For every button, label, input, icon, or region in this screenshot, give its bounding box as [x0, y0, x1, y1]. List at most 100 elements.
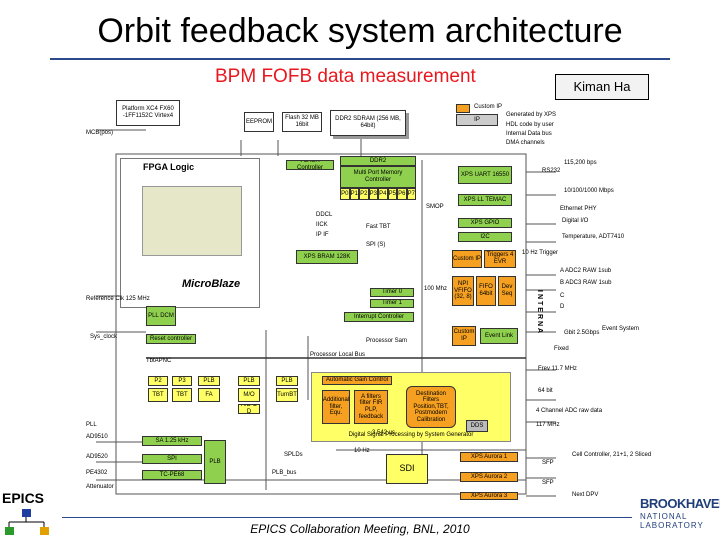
sa-box: SA 1.25 kHz	[142, 436, 202, 446]
xps-gpio-box: XPS GPIO	[458, 218, 512, 228]
xps-temac-box: XPS LL TEMAC	[458, 194, 512, 206]
left-label: Attenuator	[86, 484, 114, 490]
timing-label: 3.542 us	[372, 430, 396, 436]
mid-label: 100 Mhz	[424, 286, 448, 292]
tbt-block: M/O	[238, 388, 260, 402]
legend-ip-text: IP	[474, 116, 480, 123]
timer0-box: Timer 0	[370, 288, 414, 297]
mid-label: SPI (S)	[366, 242, 386, 248]
right-label: D	[560, 304, 565, 310]
right-label: Frev 11.7 MHz	[538, 366, 577, 372]
right-label: C	[560, 293, 565, 299]
mid-label: SPLDs	[284, 452, 303, 458]
mpmc-port: P6	[397, 188, 407, 200]
footer-meeting: EPICS Collaboration Meeting, BNL, 2010	[250, 522, 470, 536]
plb-port: PLB	[238, 376, 260, 386]
page-title: Orbit feedback system architecture	[97, 12, 623, 50]
platform-box: Platform XC4 FX60 -1FF1152C Virtex4	[116, 100, 180, 126]
ddr2-box: DDR2	[340, 156, 416, 166]
event-link-box: Event Link	[480, 328, 518, 344]
epics-network-icon	[5, 509, 49, 535]
pll-dcm-box: PLL DCM	[146, 306, 176, 326]
additional-filter-box: Additional filter, Equ.	[322, 390, 350, 424]
plb-port: P3	[172, 376, 192, 386]
mpmc-port: P1	[349, 188, 359, 200]
mpmc-port: P2	[359, 188, 369, 200]
xps-aurora-2: XPS Aurora 2	[460, 472, 518, 482]
mid-label: IP IF	[316, 232, 329, 238]
xps-uart-box: XPS UART 16550	[458, 166, 512, 184]
microblaze-schematic	[142, 186, 242, 256]
mpmc-port: P4	[378, 188, 388, 200]
title-underline	[50, 58, 670, 60]
afilter-box: A filters filter FIR PLP, feedback	[354, 390, 388, 424]
i2c-box: I2C	[458, 232, 512, 242]
dds-box: DDS	[466, 420, 488, 432]
xps-aurora-1: XPS Aurora 1	[460, 452, 518, 462]
mid-label: Fast TBT	[366, 224, 391, 230]
microblaze-label: MicroBlaze	[182, 278, 241, 290]
left-label: AD9510	[86, 434, 108, 440]
right-label: Event System	[602, 326, 640, 332]
mpmc-port: P3	[368, 188, 378, 200]
left-label: Sys_clock	[90, 334, 118, 340]
left-label: Reference Clk 125 MHz	[86, 296, 150, 302]
mid-label: Processor Sam	[366, 338, 408, 344]
timer1-box: Timer 1	[370, 299, 414, 308]
mid-label: PLB_bus	[272, 470, 297, 476]
right-label: Cell Controller, 21+1, 2 Sliced	[572, 452, 652, 458]
mpmc-port: P5	[387, 188, 397, 200]
tc-box: TC-PE68	[142, 470, 202, 480]
adc-d-block: A/D C D	[238, 404, 260, 414]
eeprom-box: EEPROM	[244, 112, 274, 132]
author-badge: Kiman Ha	[555, 74, 649, 100]
custom-ip-box-2: Custom IP	[452, 326, 476, 346]
right-label: SFP	[542, 480, 554, 486]
destination-box: Destination Filters Position,TBT, Postmo…	[406, 386, 456, 428]
fifo-box: FIFO 64bit	[476, 276, 496, 306]
plb-port: P2	[148, 376, 168, 386]
interrupt-controller-box: Interrupt Controller	[344, 312, 414, 322]
xps-aurora-3: XPS Aurora 3	[460, 492, 518, 500]
mpmc-ports: P0 P1 P2 P3 P4 P5 P6 P7	[340, 188, 416, 200]
right-label: B ADC3 RAW 1sub	[560, 280, 612, 286]
legend-custom-ip-label: Custom IP	[474, 104, 503, 110]
right-label: 4 Channel ADC raw data	[536, 408, 603, 414]
epics-logo-text: EPICS	[2, 490, 45, 506]
footer-rule	[62, 517, 632, 518]
architecture-diagram: Custom IP IP Generated by XPS HDL code b…	[86, 100, 656, 500]
right-label: RS232	[542, 168, 561, 174]
mid-label: 10 Hz	[354, 448, 370, 454]
legend-custom-ip-swatch	[456, 104, 470, 113]
legend-ip-swatch: IP	[456, 114, 498, 126]
triggers-box: Triggers 4 EVR	[484, 250, 516, 268]
dsp-band-label: Digital Signal Processing by System Gene…	[348, 432, 474, 439]
plb-port: PLB	[198, 376, 220, 386]
spi-box: SPI	[142, 454, 202, 464]
right-label: Fixed	[554, 346, 569, 352]
right-label: 64 bit	[538, 388, 553, 394]
right-label: 10/100/1000 Mbps	[564, 188, 614, 194]
mid-label: Processor Local Bus	[310, 352, 366, 358]
fpga-logic-label: FPGA Logic	[143, 162, 195, 172]
tbt-block: TBT	[148, 388, 168, 402]
flash-controller-box: FLASH Controller	[286, 160, 334, 170]
sdi-box: SDI	[386, 454, 428, 484]
right-label: Temperature, ADT7410	[562, 234, 625, 240]
right-label: Next DPV	[572, 492, 599, 498]
mpmc-port: P7	[406, 188, 416, 200]
mpmc-port: P0	[340, 188, 350, 200]
mid-label: IICK	[316, 222, 328, 228]
legend-hdl-label: HDL code by user	[506, 122, 554, 128]
left-label: AD9520	[86, 454, 108, 460]
left-label: TbtAPNC	[146, 358, 172, 364]
bnl-logo-line2: NATIONAL LABORATORY	[640, 512, 704, 530]
bnl-logo-line1: BROOKHAVEN	[640, 496, 720, 511]
plb-reg-box: PLB	[204, 440, 226, 484]
right-label: 10 Hz Trigger	[522, 250, 559, 256]
ddr2-sdram-box: DDR2 SDRAM (256 MB, 64bit)	[330, 110, 406, 136]
right-label: SFP	[542, 460, 554, 466]
tbt-block: FA	[198, 388, 220, 402]
vertical-bus-label: INTERNA	[536, 290, 543, 336]
left-label: MCB(pos)	[86, 130, 114, 136]
